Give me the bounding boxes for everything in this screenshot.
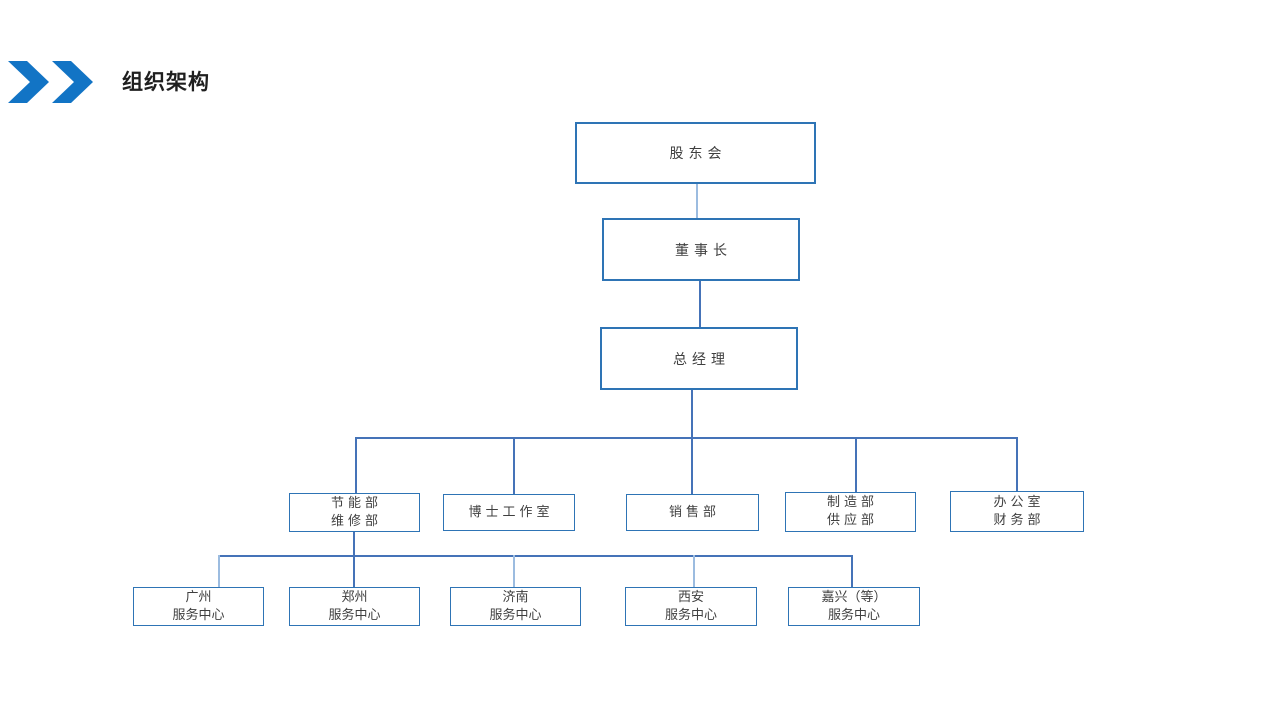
connector-drop-jinan	[513, 555, 515, 587]
connector-gm-trunk	[691, 390, 693, 437]
org-node-label: 供应部	[826, 513, 878, 528]
org-node-xian-center: 西安 服务中心	[625, 587, 757, 626]
org-node-label: 办公室	[993, 494, 1045, 510]
org-node-guangzhou-center: 广州 服务中心	[133, 587, 264, 626]
connector-drop-manufacturing	[855, 437, 857, 492]
org-node-energy-maintenance: 节能部 维修部	[289, 493, 420, 532]
page-title: 组织架构	[122, 70, 210, 94]
org-node-doctor-studio: 博士工作室	[443, 494, 575, 531]
org-node-label: 服务中心	[489, 607, 542, 623]
org-node-chairman: 董事长	[602, 218, 800, 281]
connector-drop-energy	[355, 437, 357, 493]
connector-chairman-gm	[699, 281, 701, 327]
org-node-label: 服务中心	[172, 607, 225, 623]
connector-drop-office	[1016, 437, 1018, 491]
org-node-label: 财务部	[993, 512, 1045, 528]
org-node-general-manager: 总经理	[600, 327, 798, 390]
org-node-sales: 销售部	[626, 494, 759, 531]
connector-drop-guangzhou	[218, 555, 220, 587]
connector-drop-sales	[691, 437, 693, 494]
connector-level5-rail	[218, 555, 851, 557]
org-node-zhengzhou-center: 郑州 服务中心	[289, 587, 420, 626]
org-node-label: 维修部	[330, 513, 382, 529]
org-node-label: 广州	[185, 589, 212, 605]
org-node-label: 嘉兴（等）	[821, 589, 887, 605]
org-node-jiaxing-center: 嘉兴（等） 服务中心	[788, 587, 920, 626]
org-node-label: 股东会	[669, 146, 727, 162]
org-node-office-finance: 办公室 财务部	[950, 491, 1084, 532]
org-node-label: 制造部	[826, 495, 878, 510]
org-node-label: 郑州	[341, 589, 368, 605]
connector-drop-xian	[693, 555, 695, 587]
connector-energy-trunk	[353, 532, 355, 555]
connector-drop-zhengzhou	[353, 555, 355, 587]
connector-level4-rail	[355, 437, 1017, 439]
org-node-label: 西安	[677, 589, 704, 605]
org-node-manufacturing-supply: 制造部 供应部	[785, 492, 916, 532]
org-node-label: 济南	[502, 589, 529, 605]
connector-drop-jiaxing	[851, 555, 853, 587]
title-block: 组织架构	[8, 60, 210, 104]
org-node-label: 服务中心	[664, 607, 717, 623]
org-node-label: 节能部	[330, 495, 382, 511]
org-node-label: 服务中心	[827, 607, 880, 623]
org-node-label: 董事长	[675, 242, 732, 259]
org-node-label: 销售部	[668, 504, 720, 520]
connector-shareholders-chairman	[696, 184, 698, 218]
org-node-label: 博士工作室	[468, 504, 554, 520]
org-node-label: 服务中心	[328, 607, 381, 623]
double-chevron-icon	[8, 61, 93, 103]
connector-drop-doctor	[513, 437, 515, 494]
org-node-shareholders: 股东会	[575, 122, 816, 184]
org-node-jinan-center: 济南 服务中心	[450, 587, 581, 626]
org-node-label: 总经理	[673, 351, 730, 368]
